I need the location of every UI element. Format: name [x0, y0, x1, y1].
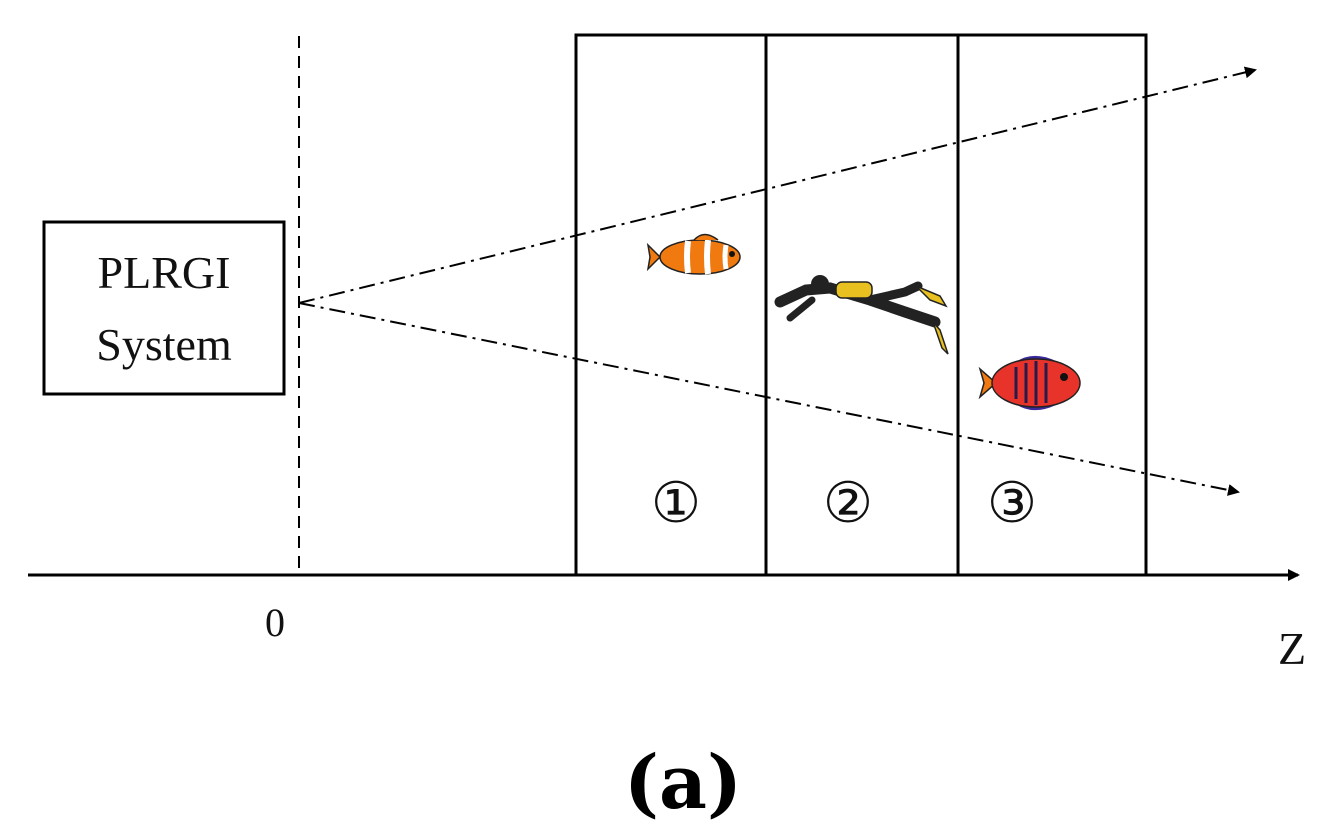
plrgi-system-box: PLRGI System	[42, 220, 286, 396]
zone-boxes	[574, 33, 1148, 577]
clownfish-image	[646, 233, 741, 275]
beam-lower-line	[298, 302, 1240, 496]
zone-2-label: ②	[823, 473, 873, 535]
zone-3-label: ③	[987, 473, 1037, 535]
zone-3-box	[956, 33, 1148, 577]
z-axis-label: Z	[1278, 623, 1306, 674]
figure-caption: (a)	[624, 740, 742, 826]
system-box-line1: PLRGI	[98, 247, 231, 298]
beam-upper-line	[298, 66, 1257, 304]
zone-1-label: ①	[651, 473, 701, 535]
angelfish-image	[978, 355, 1081, 411]
origin-label: 0	[265, 600, 285, 645]
diver-image	[774, 275, 949, 355]
system-box-line2: System	[96, 319, 232, 370]
